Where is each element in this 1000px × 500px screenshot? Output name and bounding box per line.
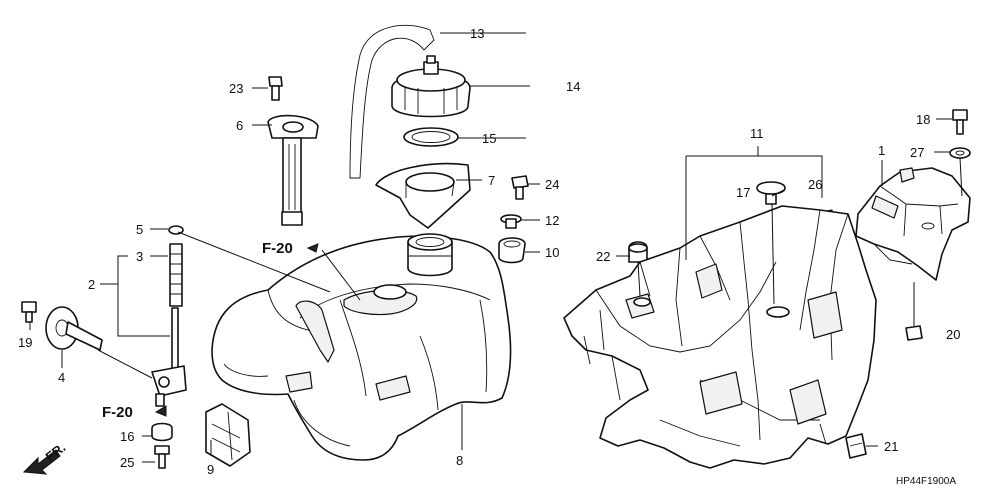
screw-19 [21, 301, 37, 323]
fuel-cap [391, 55, 471, 118]
callout-6: 6 [236, 118, 243, 133]
clip-21 [845, 433, 867, 459]
callout-24: 24 [545, 177, 559, 192]
callout-27: 27 [910, 145, 924, 160]
callout-3: 3 [136, 249, 143, 264]
callout-23: 23 [229, 81, 243, 96]
callout-22: 22 [596, 249, 610, 264]
callout-15: 15 [482, 131, 496, 146]
callout-14: 14 [566, 79, 580, 94]
washer-5 [168, 225, 184, 235]
ref-label-f20-top: F-20 [262, 240, 293, 257]
bolt-23 [268, 76, 283, 101]
callout-19: 19 [18, 335, 32, 350]
bolt-18 [952, 109, 968, 135]
callout-8: 8 [456, 453, 463, 468]
callout-2: 2 [88, 277, 95, 292]
callout-25: 25 [120, 455, 134, 470]
callout-1: 1 [878, 143, 885, 158]
nut-20 [905, 325, 923, 341]
collar-12 [500, 214, 522, 229]
callout-5: 5 [136, 222, 143, 237]
callout-10: 10 [545, 245, 559, 260]
ref-arrow-icon [306, 243, 319, 253]
ref-arrow-icon [154, 405, 167, 417]
under-cover [563, 205, 877, 469]
callout-9: 9 [207, 462, 214, 477]
washer-27 [949, 147, 971, 159]
mount-rubber [205, 403, 251, 467]
plug-17 [756, 181, 786, 205]
callout-13: 13 [470, 26, 484, 41]
washer-16 [151, 422, 173, 442]
callout-17: 17 [736, 185, 750, 200]
callout-16: 16 [120, 429, 134, 444]
bolt-25 [154, 445, 170, 469]
breather-hose [349, 24, 435, 179]
fuel-cock [151, 307, 187, 407]
bracket-1 [855, 167, 971, 281]
callout-21: 21 [884, 439, 898, 454]
callout-11: 11 [750, 126, 764, 141]
leader-lines [29, 32, 963, 463]
bolt-24 [511, 175, 529, 200]
ref-label-f20-bottom: F-20 [102, 404, 133, 421]
grommet-10 [498, 237, 526, 264]
callout-7: 7 [488, 173, 495, 188]
front-direction-arrow-icon [22, 449, 61, 475]
callout-20: 20 [946, 327, 960, 342]
callout-4: 4 [58, 370, 65, 385]
callout-12: 12 [545, 213, 559, 228]
callout-26: 26 [808, 177, 822, 192]
fuel-gauge [267, 114, 319, 226]
fuel-lever [45, 306, 103, 351]
fuel-tank [211, 233, 512, 461]
callout-18: 18 [916, 112, 930, 127]
plug-22 [628, 241, 648, 263]
filler-bracket [375, 162, 471, 229]
cap-gasket [403, 127, 459, 147]
fuel-filter [169, 243, 183, 307]
drawing-code: HP44F1900A [896, 476, 956, 487]
